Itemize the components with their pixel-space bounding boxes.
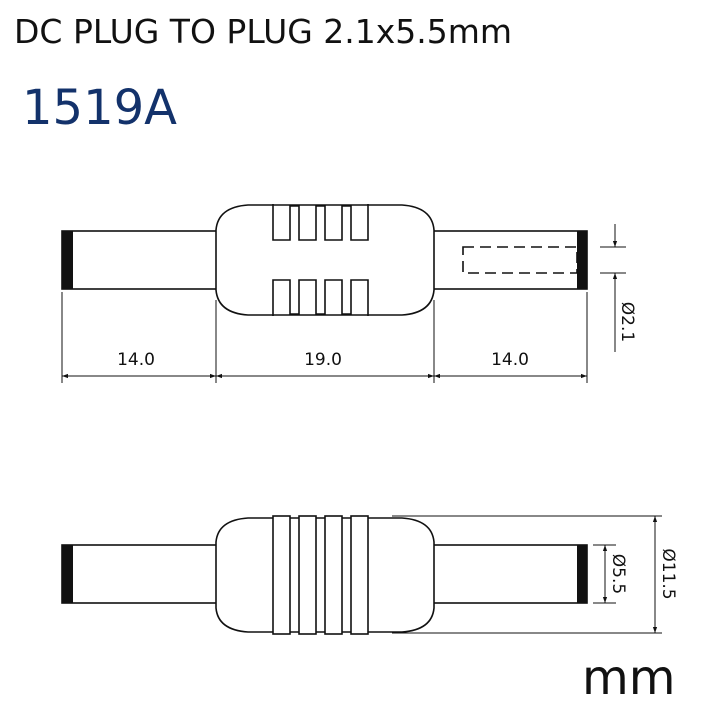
right-plug-barrel <box>431 230 588 290</box>
left-plug-tip-side <box>62 545 73 603</box>
top-view <box>61 204 588 316</box>
inner-bore-hidden <box>462 246 578 274</box>
grip-rib-4 <box>350 515 369 635</box>
dim-left-plug-length: 14.0 <box>117 350 155 370</box>
upper-grip-slots <box>272 204 369 241</box>
left-plug-barrel <box>61 230 219 290</box>
drawing-title: DC PLUG TO PLUG 2.1x5.5mm <box>14 12 513 51</box>
side-view <box>61 515 588 635</box>
inner-diameter-dimension <box>600 224 626 352</box>
model-number: 1519A <box>22 80 177 136</box>
dim-body-diameter: Ø11.5 <box>658 548 678 599</box>
outer-diameter-dimension <box>593 544 616 604</box>
connector-body-top <box>215 204 435 316</box>
lower-grip-slots <box>272 279 369 316</box>
dim-outer-diameter: Ø5.5 <box>608 554 628 594</box>
length-dimensions <box>61 292 588 383</box>
unit-label: mm <box>582 650 676 706</box>
right-plug-barrel-side <box>431 544 588 604</box>
grip-rib-2 <box>298 515 317 635</box>
body-diameter-dimension <box>392 515 662 634</box>
right-plug-tip-side <box>577 545 587 603</box>
left-plug-barrel-side <box>61 544 219 604</box>
grip-rib-1 <box>272 515 291 635</box>
grip-rib-3 <box>324 515 343 635</box>
dim-inner-diameter: Ø2.1 <box>617 302 637 342</box>
right-plug-tip <box>577 231 587 289</box>
dim-body-length: 19.0 <box>304 350 342 370</box>
left-plug-tip <box>62 231 73 289</box>
dim-right-plug-length: 14.0 <box>491 350 529 370</box>
